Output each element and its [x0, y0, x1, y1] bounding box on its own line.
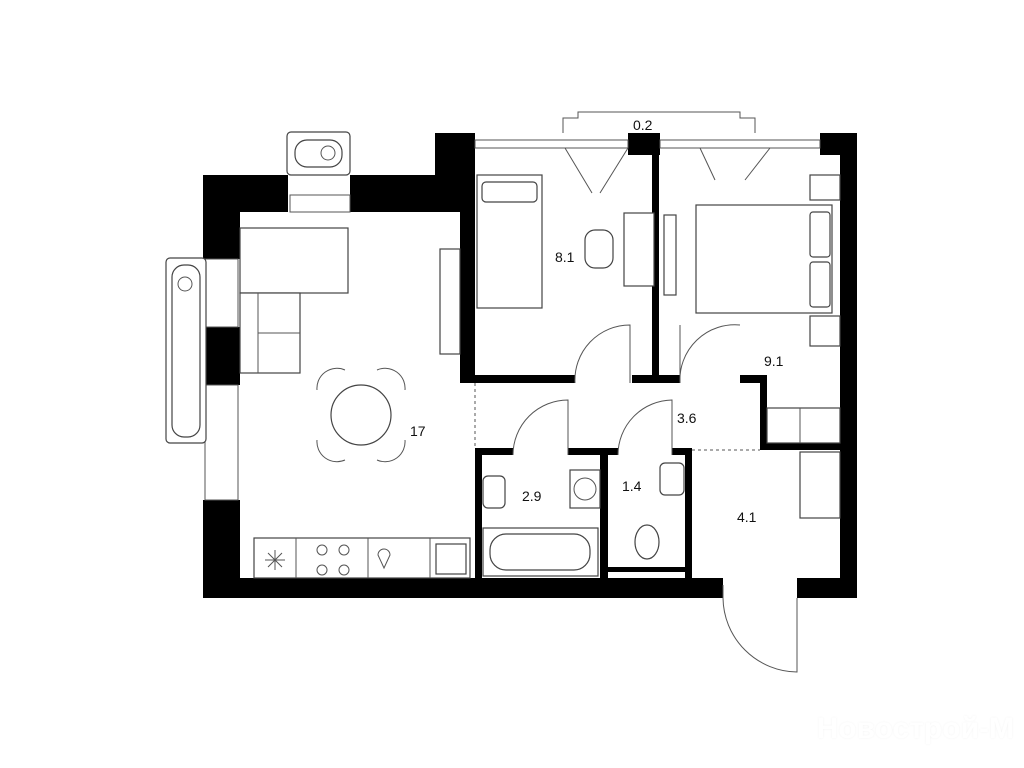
sofa [239, 227, 349, 294]
area-toilet: 1.4 [622, 478, 642, 494]
fan-icon [177, 276, 193, 292]
watermark: Новострой-М [816, 712, 1014, 745]
area-bedroom: 9.1 [764, 353, 784, 369]
furniture [239, 174, 841, 579]
sink [482, 475, 506, 509]
area-living-kitchen: 17 [410, 423, 426, 439]
chair [584, 229, 614, 269]
area-labels: 0.2 8.1 9.1 17 3.6 2.9 1.4 4.1 [410, 117, 784, 525]
washing-machine [569, 469, 601, 509]
doors [474, 147, 798, 673]
area-hallway: 3.6 [677, 410, 697, 426]
dining-table [330, 384, 392, 446]
kitchen-counter [253, 537, 471, 579]
area-balcony: 0.2 [633, 117, 653, 133]
sink [659, 462, 685, 496]
ac-units [165, 131, 351, 444]
walls [203, 133, 857, 598]
fan-icon [320, 145, 336, 161]
area-entrance: 4.1 [737, 509, 757, 525]
tv-unit [439, 248, 461, 355]
area-kids-room: 8.1 [555, 249, 575, 265]
toilet [634, 524, 660, 560]
area-bathroom: 2.9 [522, 488, 542, 504]
double-bed [695, 204, 833, 314]
desk [623, 212, 655, 287]
